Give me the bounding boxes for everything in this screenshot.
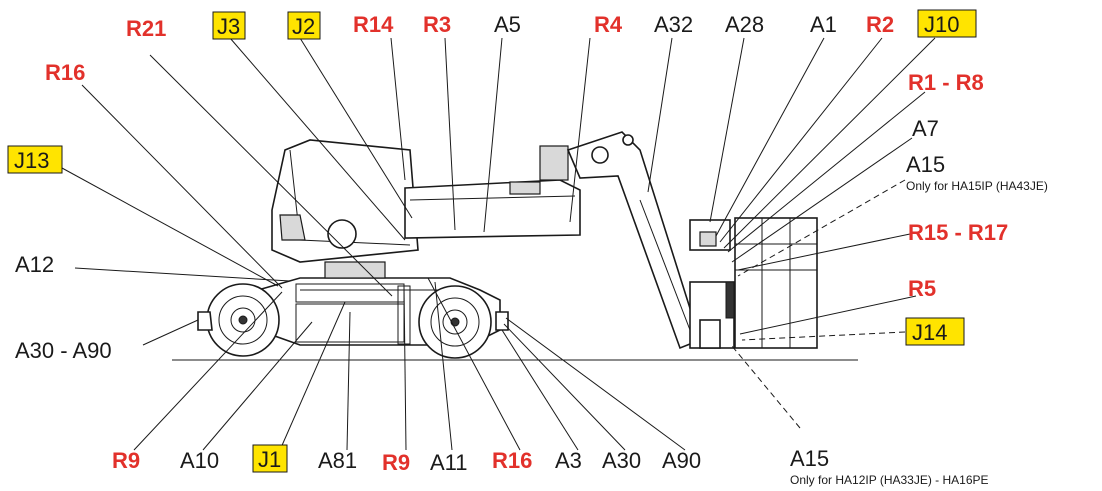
right-wheel [418,285,492,359]
label-r3: R3 [423,12,451,37]
j2-highlight-box [287,11,321,40]
label-r1-r8: R1 - R8 [908,70,984,95]
label-j1: J1 [258,447,281,472]
label-r2: R2 [866,12,894,37]
j3-highlight-box [212,11,246,40]
j13-highlight-box [7,145,63,174]
label-a15-bottom: A15 [790,446,829,471]
label-a3: A3 [555,448,582,473]
label-j13: J13 [14,148,49,173]
label-r9-mid: R9 [382,450,410,475]
platform-basket [689,217,818,349]
label-a81: A81 [318,448,357,473]
label-j14: J14 [912,320,947,345]
aerial-lift-drawing [172,131,858,361]
label-a5: A5 [494,12,521,37]
note-a15-top: Only for HA15IP (HA43JE) [906,179,1048,193]
label-a32: A32 [654,12,693,37]
left-tow-hook [197,311,213,331]
label-r16-bottom: R16 [492,448,532,473]
label-r16-top: R16 [45,60,85,85]
label-r14: R14 [353,12,394,37]
note-a15-bottom: Only for HA12IP (HA33JE) - HA16PE [790,473,989,487]
label-a12: A12 [15,252,54,277]
label-r5: R5 [908,276,936,301]
label-r9-left: R9 [112,448,140,473]
jib-arm [566,131,701,350]
label-r21: R21 [126,16,166,41]
label-r15-r17: R15 - R17 [908,220,1008,245]
label-a28: A28 [725,12,764,37]
left-wheel [206,283,280,357]
j10-highlight-box [917,9,977,38]
turret [271,139,419,279]
label-a7: A7 [912,116,939,141]
labels: R21 J3 J2 R14 R3 A5 R4 A32 A28 A1 R2 J10… [7,9,1048,487]
label-a30-a90: A30 - A90 [15,338,112,363]
label-a11: A11 [430,450,468,475]
label-j3: J3 [217,14,240,39]
j1-highlight-box [252,444,288,473]
label-r4: R4 [594,12,623,37]
label-a90: A90 [662,448,701,473]
label-a15-top: A15 [906,152,945,177]
j14-highlight-box [905,317,965,346]
label-a1: A1 [810,12,837,37]
main-boom [404,145,581,239]
right-tow-hook [495,311,509,331]
label-j2: J2 [292,14,315,39]
leader-lines [61,37,936,451]
label-j10: J10 [924,12,959,37]
label-a30: A30 [602,448,641,473]
label-a10: A10 [180,448,219,473]
